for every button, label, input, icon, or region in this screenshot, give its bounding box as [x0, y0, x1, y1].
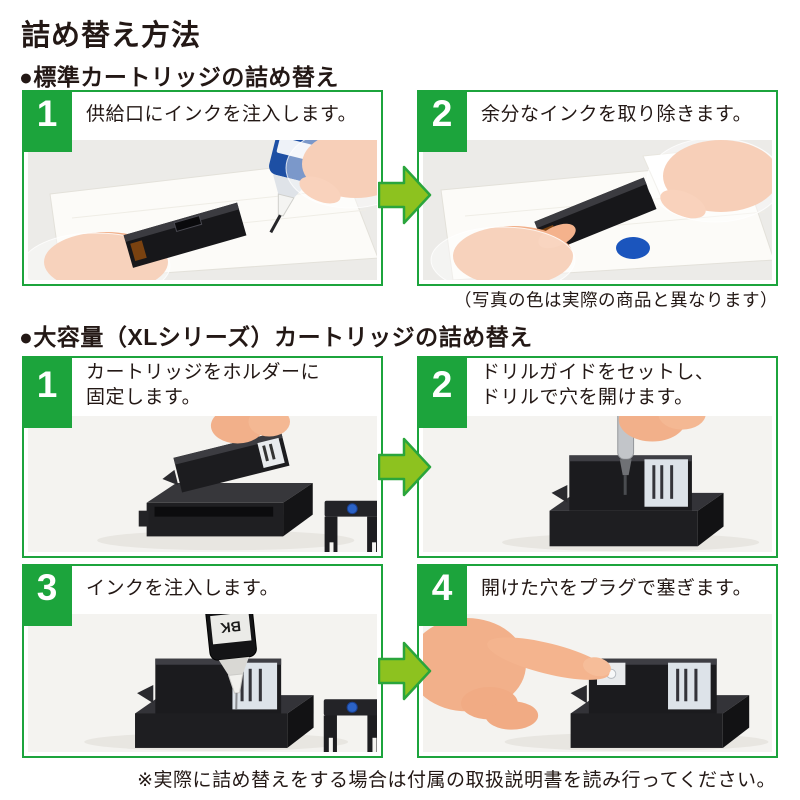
- section-heading-xl: ●大容量（XLシリーズ）カートリッジの詰め替え: [19, 324, 533, 350]
- card-xl-step3: 3 インクを注入します。 BK: [22, 564, 383, 758]
- photo-xl-step3: BK: [28, 614, 377, 752]
- gloved-hand-left: [430, 223, 576, 280]
- cartridge-holder: [138, 483, 313, 537]
- ink-bottle-black: BK: [204, 614, 257, 710]
- step-instruction: インクを注入します。: [86, 577, 280, 599]
- step-number-badge: 2: [417, 356, 467, 428]
- step-instruction: ドリルガイドをセットし、 ドリルで穴を開けます。: [481, 362, 715, 408]
- photo-standard-step2: [423, 140, 772, 280]
- step-number-badge: 3: [22, 564, 72, 626]
- gloved-hand-right: [646, 140, 772, 223]
- gloved-hand-right: [285, 140, 377, 209]
- ink-cartridge: [123, 202, 247, 268]
- illustration-fix-cartridge: [28, 416, 377, 552]
- step-instruction: 余分なインクを取り除きます。: [481, 103, 753, 125]
- hand-fingers: [618, 416, 706, 442]
- card-standard-step1: 1 供給口にインクを注入します。: [22, 90, 383, 286]
- step-number-badge: 1: [22, 90, 72, 152]
- ink-cartridge: [162, 431, 290, 493]
- photo-xl-step1: [28, 416, 377, 552]
- illustration-wipe-ink: [423, 140, 772, 280]
- illustration-inject-ink-xl: BK: [28, 614, 377, 752]
- ink-blot: [616, 237, 650, 259]
- footer-note: ※実際に詰め替えをする場合は付属の取扱説明書を読み行ってください。: [137, 770, 776, 791]
- photo-standard-step1: [28, 140, 377, 280]
- illustration-plug-hole: [423, 614, 772, 752]
- photo-color-note: （写真の色は実際の商品と異なります）: [454, 290, 778, 310]
- section-heading-standard: ●標準カートリッジの詰め替え: [19, 64, 339, 90]
- card-xl-step2: 2 ドリルガイドをセットし、 ドリルで穴を開けます。: [417, 356, 778, 558]
- photo-xl-step2: [423, 416, 772, 552]
- bottle-label: BK: [219, 617, 242, 635]
- drill-guide: [323, 699, 377, 752]
- step-number-badge: 1: [22, 356, 72, 428]
- right-arrow-icon: [378, 437, 432, 497]
- right-arrow-icon: [378, 641, 432, 701]
- step-number-badge: 2: [417, 90, 467, 152]
- card-xl-step4: 4 開けた穴をプラグで塞ぎます。: [417, 564, 778, 758]
- step-instruction: カートリッジをホルダーに 固定します。: [86, 362, 321, 408]
- ink-cartridge: [137, 658, 282, 714]
- step-instruction: 開けた穴をプラグで塞ぎます。: [481, 577, 753, 599]
- illustration-inject-ink: [28, 140, 377, 280]
- pressing-hand: [423, 618, 611, 730]
- page-title: 詰め替え方法: [21, 20, 202, 52]
- right-arrow-icon: [378, 165, 432, 225]
- step-instruction: 供給口にインクを注入します。: [86, 103, 358, 125]
- illustration-drill-hole: [423, 416, 772, 552]
- photo-xl-step4: [423, 614, 772, 752]
- card-standard-step2: 2 余分なインクを取り除きます。: [417, 90, 778, 286]
- drill-guide: [324, 500, 377, 552]
- card-xl-step1: 1 カートリッジをホルダーに 固定します。: [22, 356, 383, 558]
- step-number-badge: 4: [417, 564, 467, 626]
- hand-fingers: [210, 416, 290, 444]
